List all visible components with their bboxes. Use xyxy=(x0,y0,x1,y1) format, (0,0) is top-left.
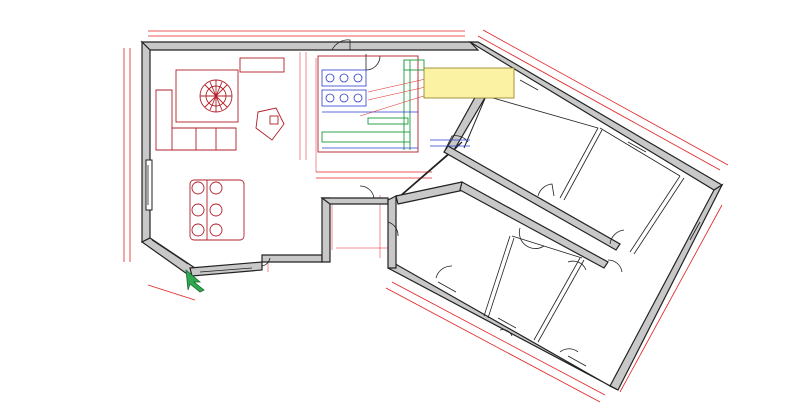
kitchen-fixtures xyxy=(317,55,470,153)
living-room-furniture xyxy=(155,57,285,241)
cursor-arrow-icon xyxy=(185,269,205,293)
east-wing-walls xyxy=(387,41,724,391)
room-partitions xyxy=(463,95,685,343)
rug-star-pattern xyxy=(200,80,232,112)
annotation-callout xyxy=(359,67,515,117)
door-swings xyxy=(261,39,625,353)
dimension-lines xyxy=(123,29,729,403)
windows xyxy=(151,79,701,367)
